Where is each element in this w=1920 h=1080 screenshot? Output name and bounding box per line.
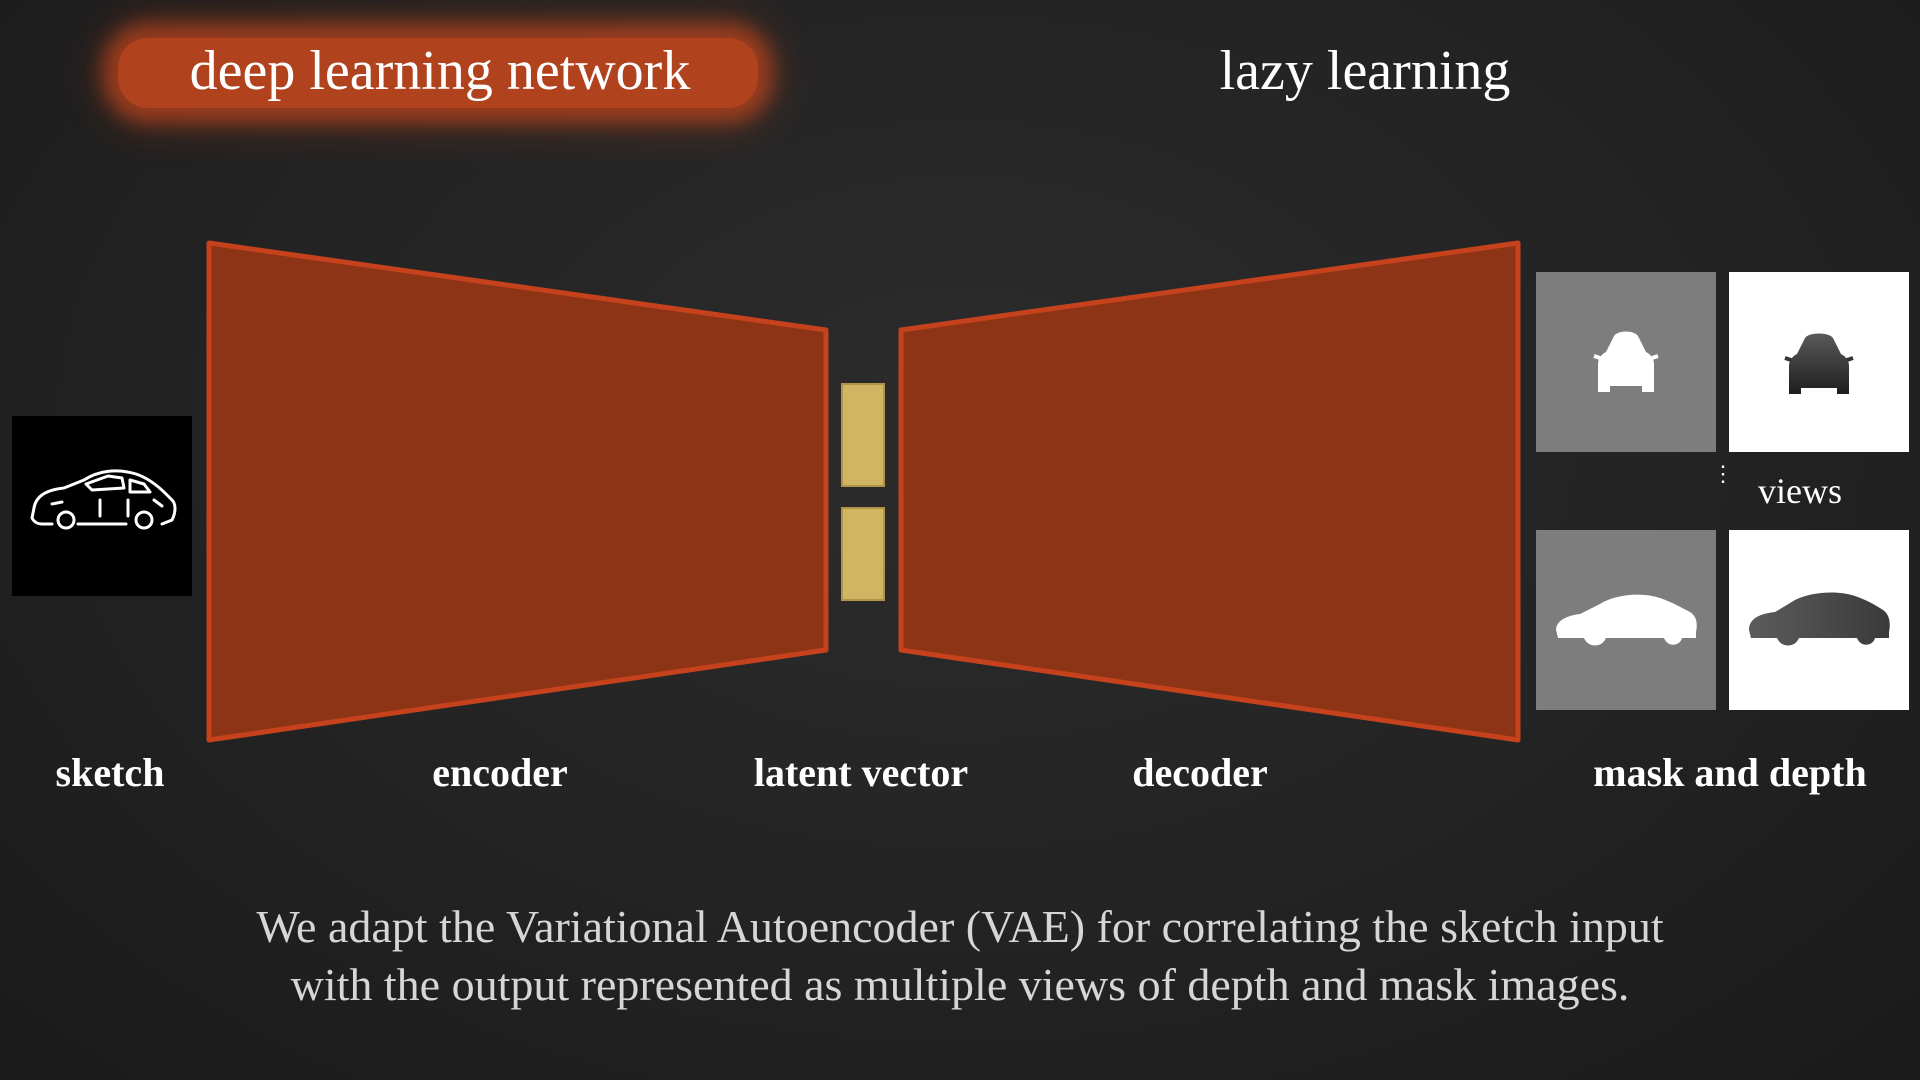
car-side-depth-icon xyxy=(1749,592,1890,646)
sketch-label: sketch xyxy=(55,750,165,795)
slide-caption: We adapt the Variational Autoencoder (VA… xyxy=(120,898,1800,1014)
car-side-mask-icon xyxy=(1556,594,1697,646)
car-sketch-icon xyxy=(30,469,177,530)
caption-line-1: We adapt the Variational Autoencoder (VA… xyxy=(256,901,1664,952)
mask-and-depth-label: mask and depth xyxy=(1593,750,1867,795)
title-highlight-glow xyxy=(118,38,758,108)
decoder-block xyxy=(898,240,1521,743)
depth-side-view xyxy=(1729,530,1909,710)
car-front-depth-icon xyxy=(1784,333,1854,394)
mask-side-view xyxy=(1536,530,1716,710)
decoder-label: decoder xyxy=(1132,750,1268,795)
lazy-learning-title: lazy learning xyxy=(1219,40,1511,102)
car-front-mask-icon xyxy=(1593,331,1659,392)
mask-front-view xyxy=(1536,272,1716,452)
latent-vector-variance xyxy=(841,507,885,601)
encoder-block xyxy=(206,240,829,743)
encoder-label: encoder xyxy=(432,750,568,795)
latent-vector-label: latent vector xyxy=(753,750,969,795)
depth-front-view xyxy=(1729,272,1909,452)
deep-learning-title: deep learning network xyxy=(189,40,691,102)
views-label: views xyxy=(1758,471,1842,511)
views-ellipsis: ⋮ xyxy=(1712,462,1734,487)
latent-vector-mean xyxy=(841,383,885,487)
sketch-input-image xyxy=(12,416,192,596)
caption-line-2: with the output represented as multiple … xyxy=(290,959,1630,1010)
